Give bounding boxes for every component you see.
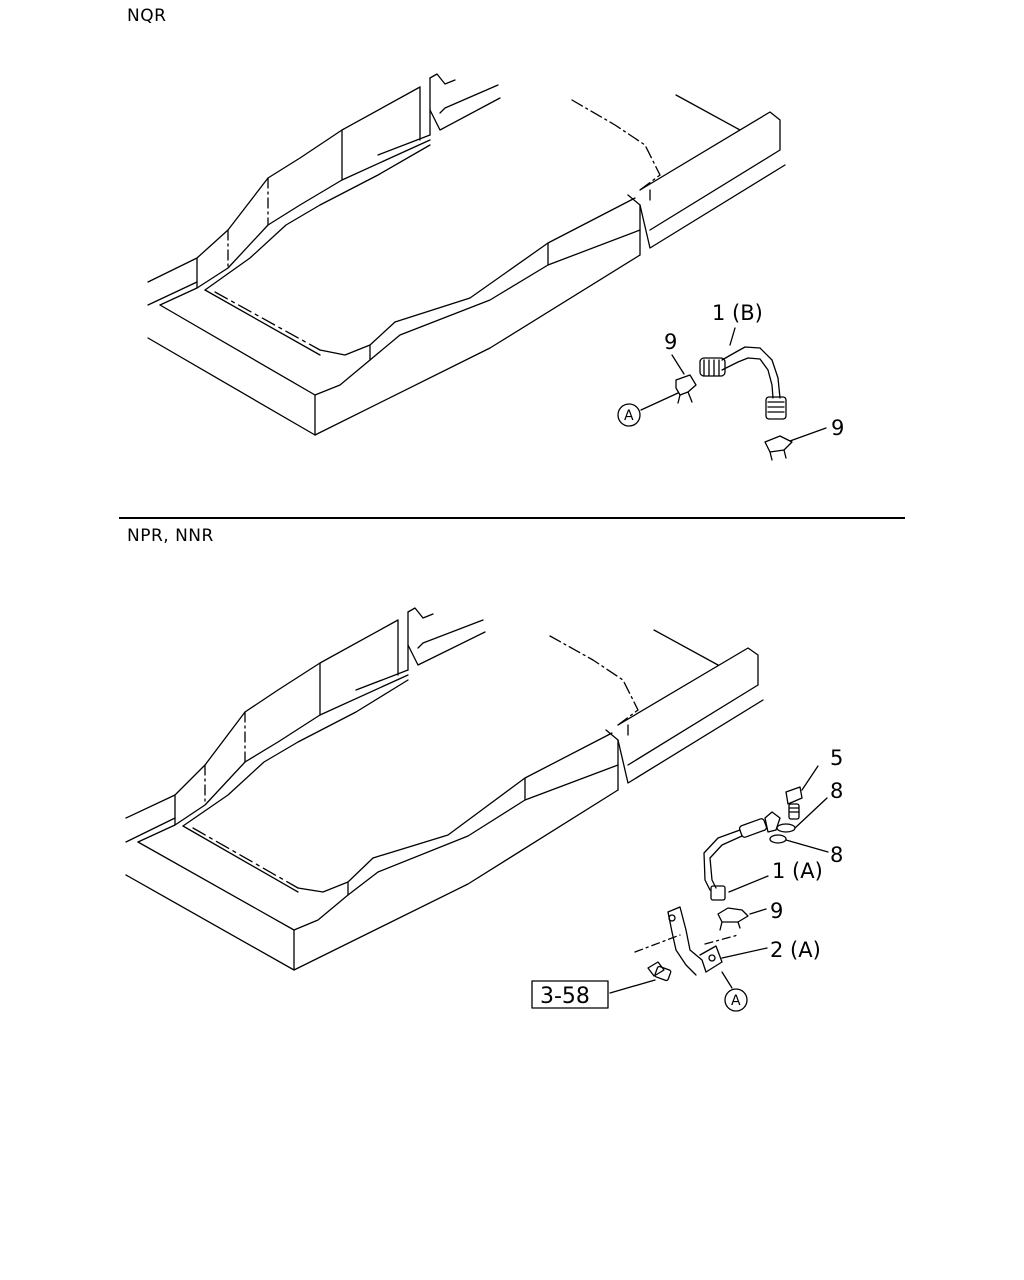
callout-2a: 2 (A): [770, 938, 821, 962]
callout-9-top-left: 9: [664, 330, 677, 354]
callout-9-top-right: 9: [831, 416, 844, 440]
chassis-frame-npr-nnr: [125, 607, 764, 971]
callout-1a: 1 (A): [772, 859, 823, 883]
ref-circle-a-top: [617, 403, 641, 427]
section-title-npr-nnr: NPR, NNR: [127, 526, 214, 546]
brake-pipe-1a: [703, 811, 781, 901]
ref-circle-a-bottom: [724, 988, 748, 1012]
callout-5: 5: [830, 746, 843, 770]
bolt-5: [785, 765, 819, 820]
callout-1b: 1 (B): [712, 301, 763, 325]
clip-9-upper: [671, 354, 697, 404]
bolt-3-58: [609, 961, 672, 994]
callout-9-bottom: 9: [770, 899, 783, 923]
clip-9-lower: [764, 427, 827, 461]
section-divider: [119, 517, 905, 519]
ref-box-label: 3-58: [540, 984, 590, 1009]
washer-8-upper: [776, 797, 828, 833]
chassis-frame-nqr: [147, 73, 786, 436]
ref-letter-a-top: A: [624, 408, 634, 424]
washer-8-lower: [769, 834, 829, 853]
section-title-nqr: NQR: [127, 6, 167, 26]
brake-hose-1b: [699, 346, 787, 420]
bracket-2a: [634, 906, 768, 989]
callout-8-upper: 8: [830, 779, 843, 803]
clip-9-bottom: [717, 907, 767, 931]
ref-letter-a-bottom: A: [731, 993, 741, 1009]
callout-8-lower: 8: [830, 843, 843, 867]
ref-box-3-58: [531, 980, 609, 1009]
